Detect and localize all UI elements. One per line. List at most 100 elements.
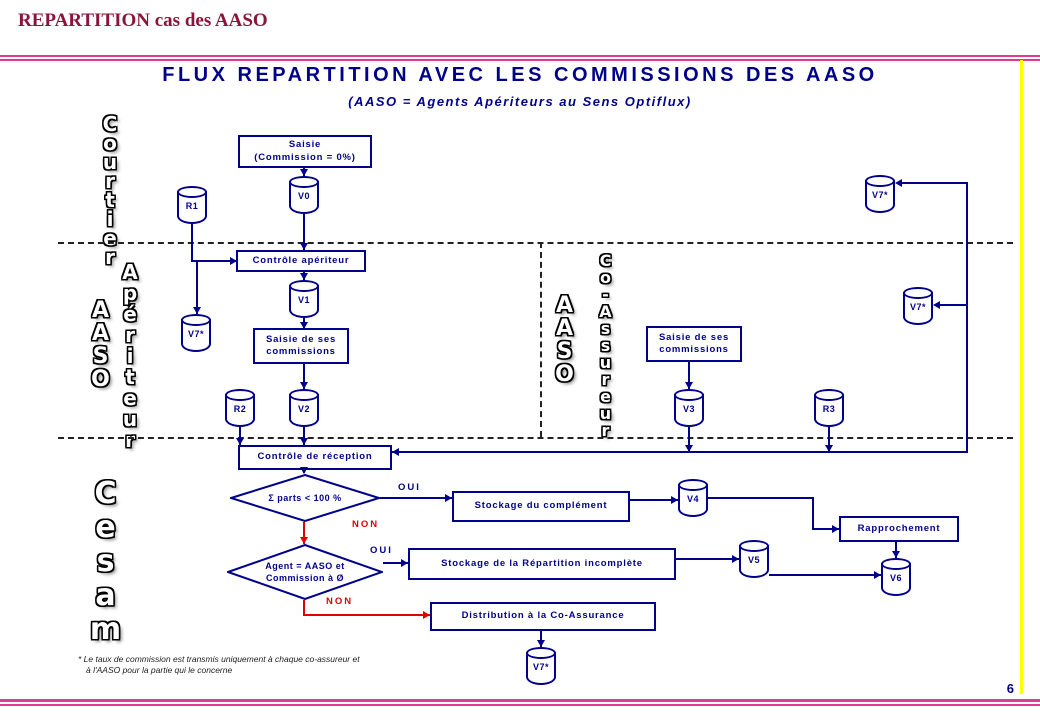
box-distribution-coassurance: Distribution à la Co-Assurance xyxy=(430,602,656,631)
connector-line xyxy=(191,224,193,262)
box-text: commissions xyxy=(659,344,729,355)
connector-line xyxy=(630,499,678,501)
connector-line xyxy=(935,304,966,306)
diagram-subtitle: (AASO = Agents Apériteurs au Sens Optifl… xyxy=(348,94,692,109)
cylinder-top xyxy=(865,175,895,187)
datastore-label: V7* xyxy=(909,302,926,312)
lane-separator-bottom xyxy=(58,437,1013,439)
cylinder-top xyxy=(181,314,211,326)
arrowhead xyxy=(300,322,308,329)
datastore-v1: V1 xyxy=(289,280,319,318)
datastore-label: R2 xyxy=(233,404,247,414)
connector-line xyxy=(380,497,452,499)
arrowhead xyxy=(401,559,408,567)
cylinder-top xyxy=(814,389,844,401)
box-saisie-commission-0: Saisie (Commission = 0%) xyxy=(238,135,372,168)
datastore-label: V1 xyxy=(297,295,310,305)
datastore-v0: V0 xyxy=(289,176,319,214)
datastore-label: V4 xyxy=(686,494,699,504)
datastore-v5: V5 xyxy=(739,540,769,578)
box-controle-reception: Contrôle de réception xyxy=(238,445,392,470)
datastore-v7-top: V7* xyxy=(865,175,895,213)
cylinder-top xyxy=(739,540,769,552)
cylinder-top xyxy=(289,280,319,292)
arrowhead xyxy=(671,496,678,504)
edge-label-oui-2: OUI xyxy=(370,545,393,556)
connector-line xyxy=(540,631,542,647)
edge-label-non-1: NON xyxy=(352,519,380,530)
connector-line-non xyxy=(303,614,430,616)
datastore-v6: V6 xyxy=(881,558,911,596)
arrowhead xyxy=(825,445,833,452)
arrowhead xyxy=(892,551,900,558)
cylinder-top xyxy=(526,647,556,659)
connector-line xyxy=(303,364,305,389)
box-stockage-repartition-incomplete: Stockage de la Répartition incomplète xyxy=(408,548,676,580)
box-saisie-commissions-coassureur: Saisie de ses commissions xyxy=(646,326,742,362)
lane-separator-vertical xyxy=(540,242,542,437)
right-accent-line xyxy=(1020,60,1023,694)
datastore-label: V2 xyxy=(297,404,310,414)
connector-line xyxy=(828,427,830,451)
footnote: * Le taux de commission est transmis uni… xyxy=(78,654,360,675)
lane-label-cesam: Cesam xyxy=(88,476,123,646)
arrowhead xyxy=(300,169,308,176)
datastore-label: V5 xyxy=(747,555,760,565)
cylinder-top xyxy=(678,479,708,491)
connector-line xyxy=(895,542,897,558)
datastore-r3: R3 xyxy=(814,389,844,427)
edge-label-non-2: NON xyxy=(326,596,354,607)
top-divider-line-2 xyxy=(0,59,1040,61)
footnote-line: à l'AASO pour la partie qui le concerne xyxy=(86,664,233,675)
arrowhead xyxy=(300,438,308,445)
arrowhead xyxy=(685,382,693,389)
connector-line xyxy=(966,182,968,453)
cylinder-top xyxy=(674,389,704,401)
connector-line xyxy=(688,427,690,451)
decision-text-line: Agent = AASO et xyxy=(265,560,345,571)
footnote-line: * Le taux de commission est transmis uni… xyxy=(78,654,360,664)
datastore-label: V7* xyxy=(187,329,204,339)
box-text: Saisie xyxy=(288,139,322,151)
datastore-label: V0 xyxy=(297,191,310,201)
arrowhead xyxy=(193,307,201,314)
diagram-title: FLUX REPARTITION AVEC LES COMMISSIONS DE… xyxy=(162,64,878,86)
arrowhead-non xyxy=(423,611,430,619)
cylinder-top xyxy=(903,287,933,299)
arrowhead xyxy=(236,438,244,445)
arrowhead xyxy=(732,555,739,563)
decision-text-line: Commission à Ø xyxy=(265,573,344,583)
connector-line xyxy=(383,562,408,564)
box-text: Saisie de ses xyxy=(658,331,730,343)
connector-line xyxy=(769,574,881,576)
datastore-v7-left: V7* xyxy=(181,314,211,352)
box-text: commissions xyxy=(266,346,336,357)
connector-line xyxy=(812,528,839,530)
connector-line xyxy=(676,558,739,560)
connector-line xyxy=(196,260,198,314)
arrowhead xyxy=(832,525,839,533)
arrowhead xyxy=(537,640,545,647)
lane-separator-top xyxy=(58,242,1013,244)
arrowhead xyxy=(300,243,308,250)
arrowhead xyxy=(445,494,452,502)
datastore-label: R3 xyxy=(822,404,836,414)
connector-line xyxy=(708,497,814,499)
decision-parts-inferieur-100: Σ parts < 100 % xyxy=(230,474,380,522)
connector-line xyxy=(688,362,690,389)
datastore-label: V6 xyxy=(889,573,902,583)
arrowhead xyxy=(300,382,308,389)
bottom-divider-line-1 xyxy=(0,699,1040,702)
datastore-v4: V4 xyxy=(678,479,708,517)
datastore-label: V7* xyxy=(871,190,888,200)
edge-label-oui-1: OUI xyxy=(398,482,421,493)
datastore-v2: V2 xyxy=(289,389,319,427)
arrowhead xyxy=(895,179,902,187)
diamond-shape xyxy=(230,474,380,522)
datastore-r1: R1 xyxy=(177,186,207,224)
arrowhead xyxy=(230,257,237,265)
decision-agent-aaso-commission-0: Agent = AASO et Commission à Ø xyxy=(227,544,383,600)
box-saisie-commissions-aperiteur: Saisie de ses commissions xyxy=(253,328,349,364)
lane-label-aperiteur: Apériteur xyxy=(118,260,142,449)
